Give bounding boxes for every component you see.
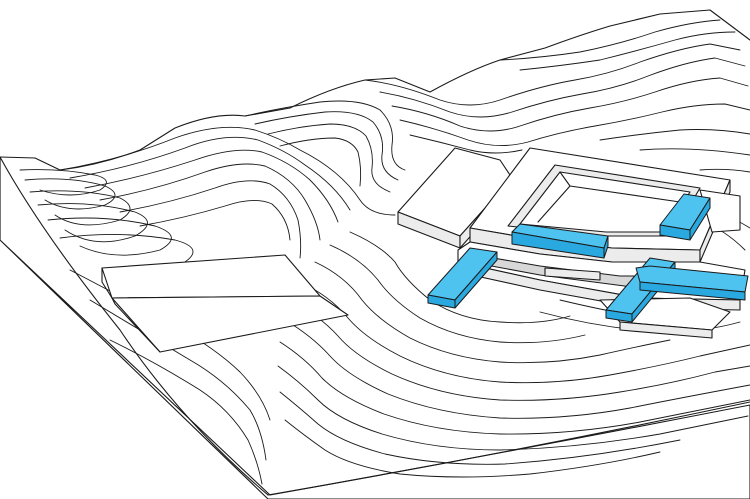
contour-line: [254, 111, 399, 181]
contour-line: [139, 200, 291, 241]
terrain-bottom-edge: [267, 401, 750, 496]
contour-line: [639, 148, 750, 156]
contour-line: [499, 19, 721, 61]
contour-lines: [19, 19, 750, 485]
contour-line: [19, 169, 107, 196]
contour-line: [329, 244, 586, 344]
contour-line: [37, 203, 148, 243]
contour-line: [279, 391, 681, 465]
terrace-upper-edge: [101, 267, 113, 299]
west-wing-bar: [427, 247, 498, 309]
southeast-block-front: [619, 321, 713, 339]
contour-line: [47, 217, 172, 256]
contour-line: [277, 365, 749, 451]
contour-line: [284, 319, 750, 419]
contour-line: [279, 341, 750, 435]
courtyard-inner-step: [537, 171, 681, 223]
contour-line: [109, 339, 263, 485]
courtyard-south-bar: [511, 223, 609, 259]
terrace-upper: [101, 254, 321, 299]
contour-line: [69, 136, 351, 211]
contour-line: [519, 31, 736, 71]
contour-line: [364, 43, 741, 106]
contour-line: [379, 57, 746, 118]
contour-line: [119, 180, 302, 259]
highlighted-volumes: [427, 193, 749, 323]
cross-arm-short-front: [639, 281, 746, 301]
contour-line: [409, 129, 750, 154]
contour-line: [99, 163, 321, 241]
terrain-top-outline: [0, 9, 750, 171]
contour-line: [267, 123, 391, 193]
contour-line: [391, 77, 749, 132]
contour-line: [399, 103, 750, 146]
contour-line: [279, 137, 362, 187]
contour-line: [289, 299, 750, 401]
terrain-block: [0, 9, 750, 499]
connector-step: [544, 267, 601, 281]
cross-arm-short: [635, 265, 749, 301]
terrain-front-ridge: [0, 156, 269, 496]
contour-line: [244, 100, 406, 171]
courtyard-east-bar-side: [689, 197, 711, 241]
terrace-lower: [111, 295, 349, 353]
courtyard-east-bar: [659, 193, 711, 241]
contour-line: [699, 168, 750, 173]
contour-line: [284, 419, 661, 478]
courtyard-south-bar-side: [603, 235, 609, 259]
west-wing-bar-side: [454, 251, 498, 309]
contour-line: [299, 281, 750, 384]
contour-line: [89, 299, 267, 461]
contour-line: [314, 261, 671, 364]
contour-line: [59, 233, 194, 263]
contour-line: [59, 126, 396, 216]
terrace-lower-edge: [111, 297, 161, 353]
contour-line: [29, 190, 131, 226]
terrace-platforms: [101, 254, 349, 353]
cross-arm-short-top: [635, 265, 749, 293]
contour-line: [24, 178, 116, 210]
contour-line: [84, 149, 339, 223]
